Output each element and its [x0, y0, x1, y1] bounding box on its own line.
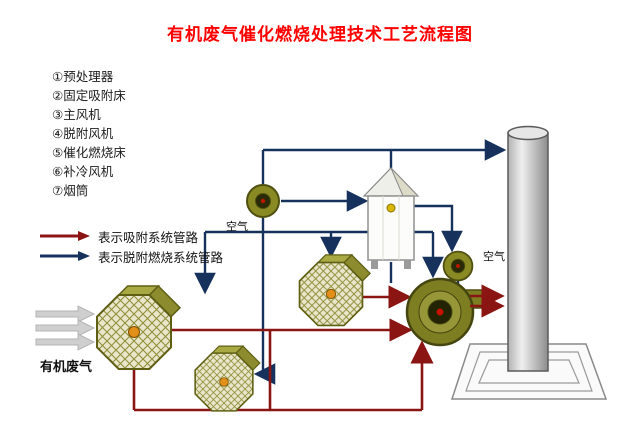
equipment-legend-item-7: ⑦烟筒: [52, 184, 89, 198]
inlet-gas-arrows: [35, 305, 96, 351]
desorption-pipe-arrow-icon: [40, 251, 90, 261]
catalytic-combustion-tower: [362, 167, 420, 269]
main-fan-outlet-pipes: [470, 284, 505, 318]
cooling-fan: [442, 250, 474, 282]
adsorption-bed-left: [96, 285, 181, 370]
equipment-legend-item-4: ④脱附风机: [52, 127, 114, 141]
equipment-legend: ①预处理器 ②固定吸附床 ③主风机 ④脱附风机 ⑤催化燃烧床 ⑥补冷风机 ⑦烟筒: [52, 68, 126, 201]
main-fan: [405, 277, 485, 347]
adsorption-pipe-arrow-icon: [40, 231, 90, 241]
equipment-legend-item-2: ②固定吸附床: [52, 89, 126, 103]
equipment-legend-item-6: ⑥补冷风机: [52, 165, 114, 179]
inlet-gas-label: 有机废气: [40, 359, 93, 374]
desorption-fan: [246, 184, 280, 218]
desorption-pipe-legend-row: 表示脱附燃烧系统管路: [40, 246, 223, 266]
adsorption-pipe-legend-row: 表示吸附系统管路: [40, 226, 223, 246]
page-title: 有机废气催化燃烧处理技术工艺流程图: [167, 25, 473, 44]
air-label-right: 空气: [483, 249, 505, 263]
equipment-legend-item-1: ①预处理器: [52, 70, 114, 84]
desorption-pipe-label: 表示脱附燃烧系统管路: [98, 250, 224, 265]
pipe-legend: 表示吸附系统管路 表示脱附燃烧系统管路: [40, 226, 223, 266]
adsorption-bed-middle: [298, 254, 371, 327]
tower-indicator-dot: [386, 203, 396, 213]
adsorption-bed-bottom: [194, 345, 261, 412]
chimney: [507, 125, 549, 372]
equipment-legend-item-5: ⑤催化燃烧床: [52, 146, 126, 160]
adsorption-pipe-label: 表示吸附系统管路: [98, 230, 199, 245]
adsorption-pipes: [132, 285, 434, 412]
air-label-top: 空气: [226, 219, 248, 233]
equipment-legend-item-3: ③主风机: [52, 108, 101, 122]
